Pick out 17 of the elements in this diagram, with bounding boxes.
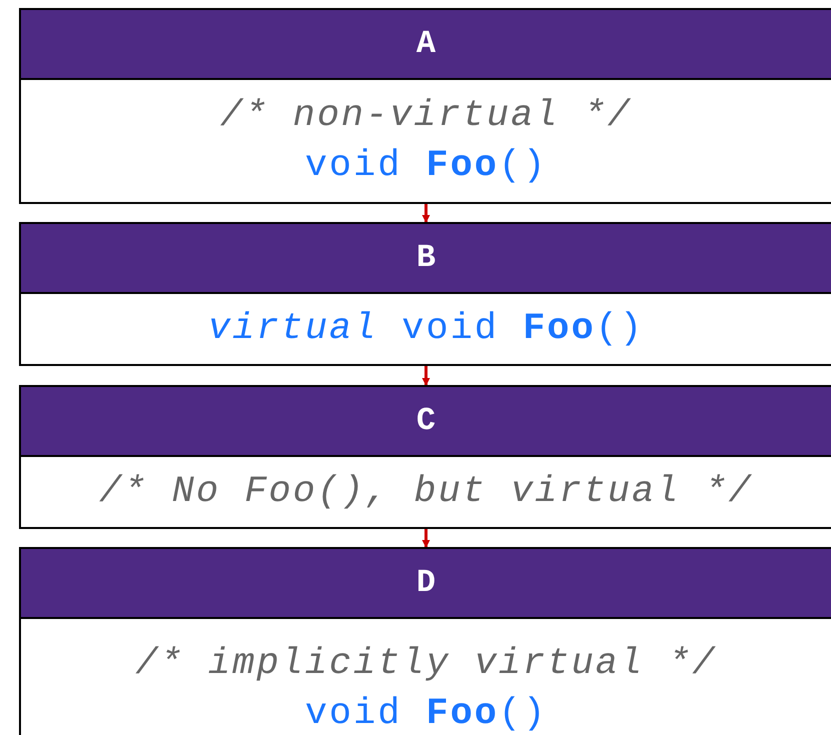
method-signature: void Foo() xyxy=(304,144,548,189)
code-comment: /* implicitly virtual */ xyxy=(136,642,716,687)
class-box xyxy=(19,385,831,529)
class-name: C xyxy=(416,401,436,441)
method-signature: virtual void Foo() xyxy=(208,307,644,352)
class-name: B xyxy=(416,238,436,278)
arrow xyxy=(422,364,430,386)
code-comment: /* No Foo(), but virtual */ xyxy=(99,470,753,515)
method-signature: void Foo() xyxy=(304,692,548,735)
code-comment: /* non-virtual */ xyxy=(220,94,632,139)
arrow xyxy=(422,202,430,223)
class-box xyxy=(19,547,831,735)
class-box xyxy=(19,8,831,204)
class-name: D xyxy=(416,563,436,603)
arrow xyxy=(422,527,430,548)
class-box xyxy=(19,222,831,366)
class-name: A xyxy=(416,24,436,64)
